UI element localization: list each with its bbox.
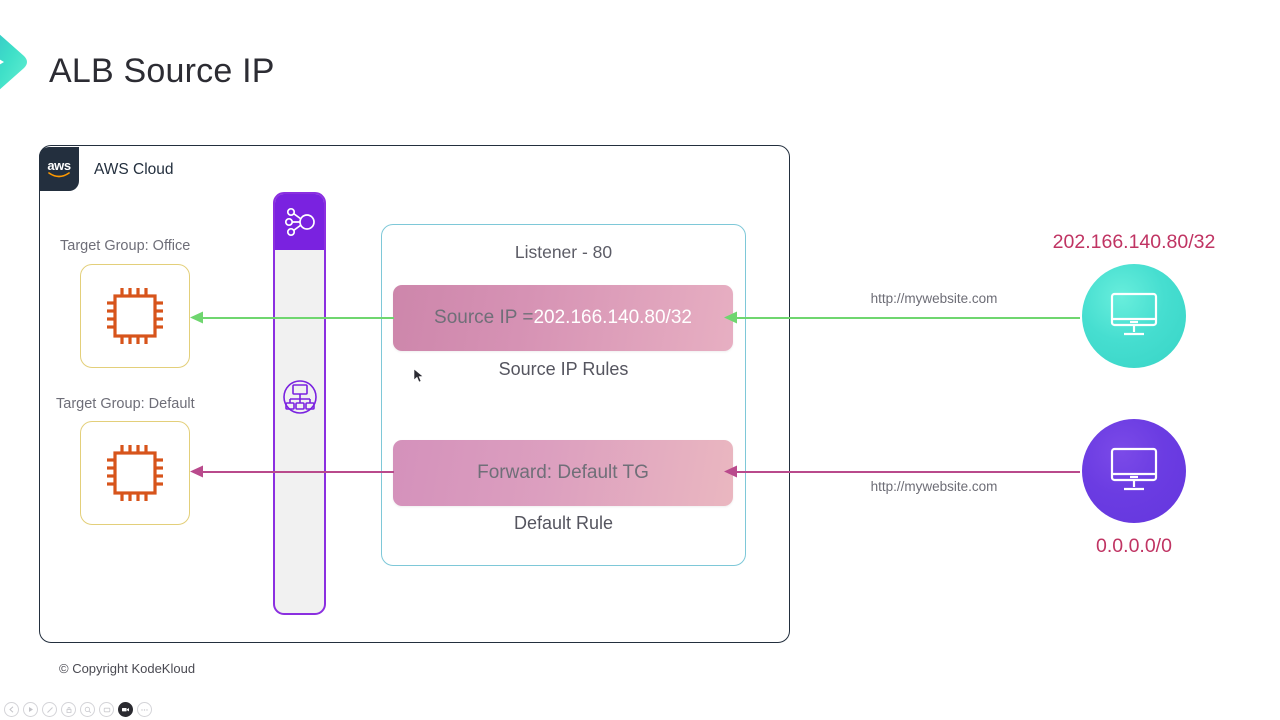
alb-target-group-node <box>275 376 324 418</box>
previous-slide-button[interactable] <box>4 702 19 717</box>
source-ip-rule-value: 202.166.140.80/32 <box>533 307 692 328</box>
desktop-monitor-icon <box>1110 292 1158 336</box>
flow-arrow-green-into-listener <box>724 311 737 324</box>
flow-line-green-right <box>735 317 1080 319</box>
aws-cloud-label: AWS Cloud <box>94 161 174 178</box>
source-ip-rule-pill[interactable]: Source IP = 202.166.140.80/32 <box>393 285 733 351</box>
alb-header <box>275 194 324 250</box>
flow-arrow-pink-into-default-tg <box>190 465 203 478</box>
default-forward-rule-pill[interactable]: Forward: Default TG <box>393 440 733 506</box>
flow-arrow-pink-into-listener <box>724 465 737 478</box>
application-load-balancer-column[interactable] <box>273 192 326 615</box>
aws-smile-icon <box>48 171 70 177</box>
play-icon <box>29 707 33 712</box>
target-group-office-box[interactable] <box>80 264 190 368</box>
search-icon <box>84 706 91 713</box>
ec2-instance-icon <box>107 445 163 501</box>
flow-arrow-green-into-office-tg <box>190 311 203 324</box>
target-group-default-box[interactable] <box>80 421 190 525</box>
target-group-network-icon <box>282 380 317 414</box>
screen-button[interactable] <box>99 702 114 717</box>
copyright-text: © Copyright KodeKloud <box>59 661 196 676</box>
default-forward-rule-label: Forward: Default TG <box>477 462 649 483</box>
client-node-office[interactable] <box>1082 264 1186 368</box>
flow-line-pink-left <box>194 471 394 473</box>
zoom-search-button[interactable] <box>80 702 95 717</box>
flow-line-pink-right <box>735 471 1080 473</box>
video-camera-icon <box>122 708 129 712</box>
target-group-default-label: Target Group: Default <box>56 396 195 412</box>
request-url-label-top: http://mywebsite.com <box>870 291 998 306</box>
ec2-instance-icon <box>107 288 163 344</box>
play-button[interactable] <box>23 702 38 717</box>
ellipsis-icon <box>141 708 148 711</box>
source-ip-rule-prefix: Source IP = <box>434 307 534 328</box>
lock-icon <box>66 706 71 713</box>
lock-button[interactable] <box>61 702 76 717</box>
client-ip-label-bottom: 0.0.0.0/0 <box>1096 535 1172 557</box>
more-options-button[interactable] <box>137 702 152 717</box>
listener-title: Listener - 80 <box>514 242 613 262</box>
default-rule-caption: Default Rule <box>513 513 614 533</box>
client-ip-label-top: 202.166.140.80/32 <box>1052 231 1216 253</box>
target-group-office-label: Target Group: Office <box>60 238 191 254</box>
client-node-default[interactable] <box>1082 419 1186 523</box>
record-video-button[interactable] <box>118 702 133 717</box>
presentation-toolbar <box>4 702 152 717</box>
listener-container: Listener - 80 Source IP = 202.166.140.80… <box>381 224 746 566</box>
chevron-left-icon <box>9 706 14 713</box>
request-url-label-bottom: http://mywebsite.com <box>870 479 998 494</box>
aws-logo-text: aws <box>47 157 71 173</box>
mouse-cursor <box>413 368 424 383</box>
kodekloud-chevron-logo <box>0 34 27 90</box>
aws-logo-badge: aws <box>39 147 79 191</box>
pen-icon <box>46 706 53 713</box>
page-title: ALB Source IP <box>49 52 275 90</box>
screen-icon <box>103 707 110 712</box>
flow-line-green-left <box>194 317 394 319</box>
desktop-monitor-icon <box>1110 447 1158 491</box>
load-balancer-icon <box>284 207 315 237</box>
pen-annotate-button[interactable] <box>42 702 57 717</box>
source-ip-rules-caption: Source IP Rules <box>498 359 629 379</box>
